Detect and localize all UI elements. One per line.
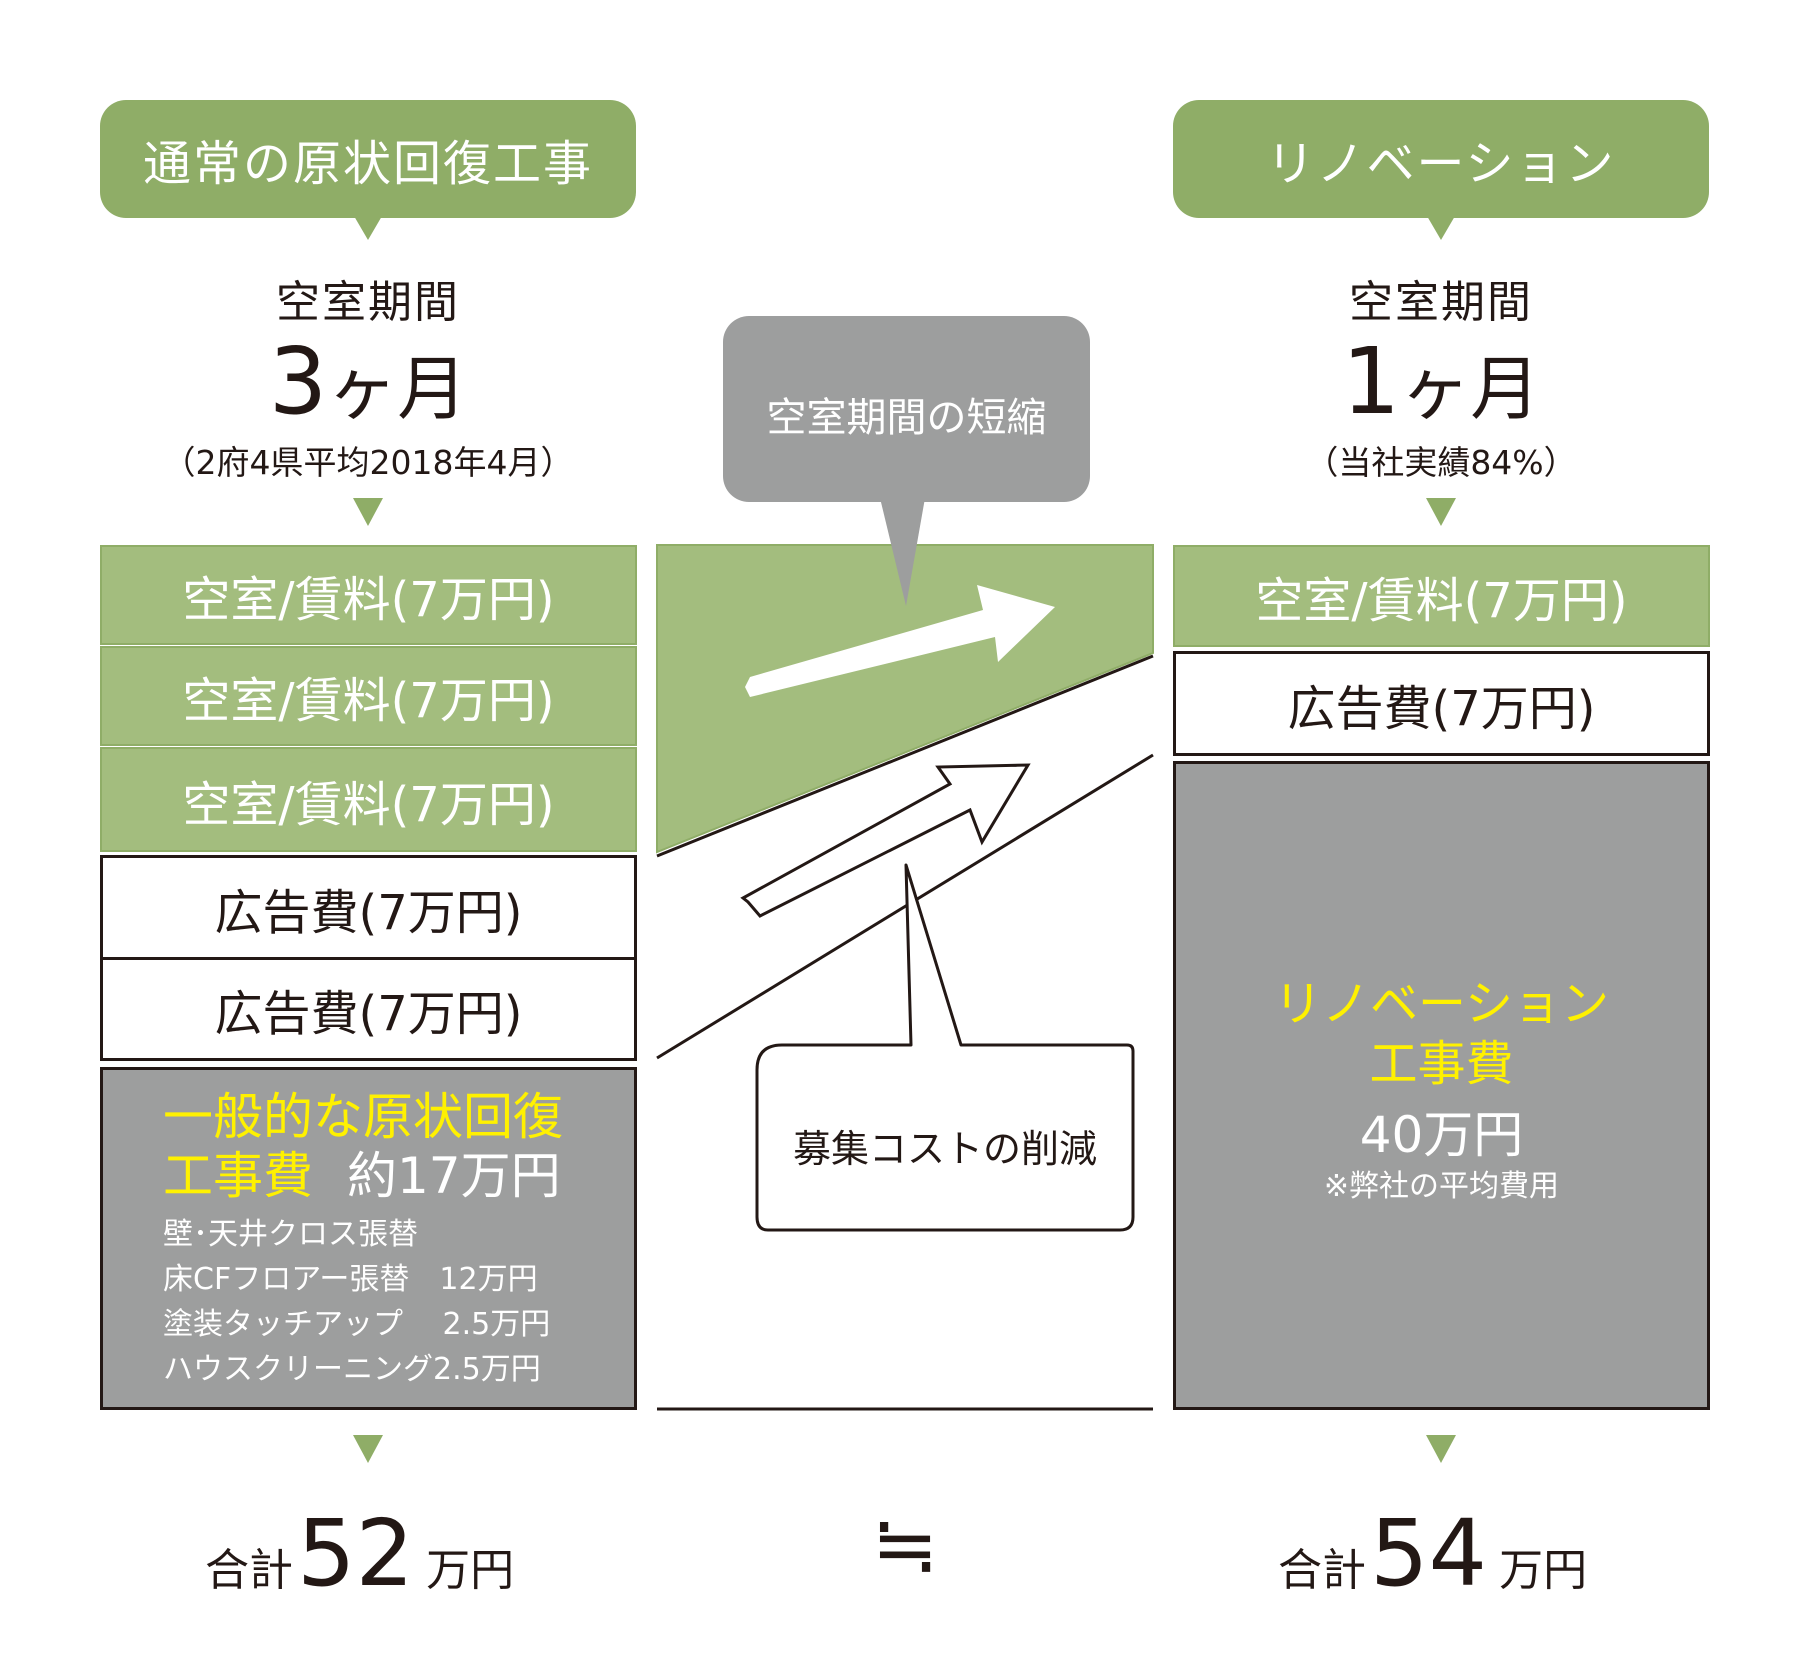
header-left-label: 通常の原状回復工事 (142, 136, 593, 192)
ad-row-left-2: 広告費(7万円) (100, 957, 637, 1061)
renovation-cost-box: リノベーション 工事費 40万円 ※弊社の平均費用 (1173, 761, 1710, 1410)
cost-reduction-arrow (740, 763, 1031, 918)
rent-row-left-1: 空室/賃料(7万円) (100, 545, 637, 645)
renovation-amount: 40万円 (1359, 1106, 1524, 1164)
total-unit-left: 万円 (426, 1545, 515, 1596)
months-unit-left: ヶ月 (327, 348, 468, 430)
renovation-title-line1: リノベーション (1273, 976, 1610, 1032)
restoration-item: 床CFフロアー張替 12万円 (163, 1262, 538, 1297)
header-left: 通常の原状回復工事 (100, 100, 636, 218)
vacancy-note-left: （2府4県平均2018年4月） (162, 443, 574, 482)
arrow-down-left-top (353, 498, 383, 526)
shortening-bubble (723, 316, 1090, 502)
restoration-item: ハウスクリーニング2.5万円 (163, 1352, 541, 1387)
total-prefix-left: 合計 (205, 1545, 293, 1596)
renovation-title-line2: 工事費 (1369, 1036, 1514, 1092)
arrow-down-right-bottom (1426, 1435, 1456, 1463)
reduction-bubble (755, 863, 1135, 1232)
vacancy-shortening-arrow (745, 585, 1055, 697)
months-unit-right: ヶ月 (1400, 348, 1541, 430)
total-value-left: 52 (297, 1500, 415, 1607)
total-prefix-right: 合計 (1278, 1545, 1366, 1596)
vacancy-label-right: 空室期間 (1349, 277, 1533, 328)
divider-line-upper (656, 654, 1154, 858)
header-left-pointer (354, 216, 382, 240)
restoration-items: 壁･天井クロス張替 床CFフロアー張替 12万円 塗装タッチアップ 2.5万円 … (163, 1212, 634, 1392)
vacancy-months-left: 3ヶ月 (100, 336, 636, 428)
restoration-amount: 約17万円 (347, 1147, 561, 1205)
divider-line-lower (656, 753, 1154, 1060)
shortening-bubble-tail (880, 498, 925, 606)
shortening-bubble-text: 空室期間の短縮 (766, 395, 1047, 441)
total-unit-right: 万円 (1499, 1545, 1588, 1596)
middle-connector-graphic (656, 316, 1154, 1411)
restoration-cost-box: 一般的な原状回復 工事費 約17万円 壁･天井クロス張替 床CFフロアー張替 1… (100, 1067, 637, 1410)
months-num-left: 3 (268, 328, 328, 435)
vacancy-note-right: （当社実績84%） (1305, 443, 1577, 482)
total-value-right: 54 (1370, 1500, 1488, 1607)
header-right: リノベーション (1173, 100, 1709, 218)
rent-row-left-2: 空室/賃料(7万円) (100, 646, 637, 746)
months-num-right: 1 (1341, 328, 1401, 435)
renovation-cost-note: ※弊社の平均費用 (1323, 1169, 1560, 1204)
arrow-down-right-top (1426, 498, 1456, 526)
ad-row-left-1: 広告費(7万円) (100, 855, 637, 960)
restoration-title-line2-row: 工事費 約17万円 (163, 1146, 634, 1206)
ad-row-right: 広告費(7万円) (1173, 651, 1710, 756)
restoration-item: 塗装タッチアップ 2.5万円 (163, 1307, 551, 1342)
restoration-title-line1: 一般的な原状回復 (163, 1088, 563, 1146)
rent-row-right: 空室/賃料(7万円) (1173, 545, 1710, 647)
rent-row-left-3: 空室/賃料(7万円) (100, 747, 637, 852)
restoration-item: 壁･天井クロス張替 (163, 1217, 418, 1252)
arrow-down-left-bottom (353, 1435, 383, 1463)
restoration-title-line2: 工事費 (163, 1147, 313, 1205)
header-right-label: リノベーション (1266, 136, 1616, 192)
reduction-bubble-text: 募集コストの削減 (792, 1127, 1097, 1171)
approx-equal-symbol: ≒ (871, 1498, 939, 1591)
vacancy-months-right: 1ヶ月 (1173, 336, 1709, 428)
header-right-pointer (1427, 216, 1455, 240)
vacancy-label-left: 空室期間 (276, 277, 460, 328)
